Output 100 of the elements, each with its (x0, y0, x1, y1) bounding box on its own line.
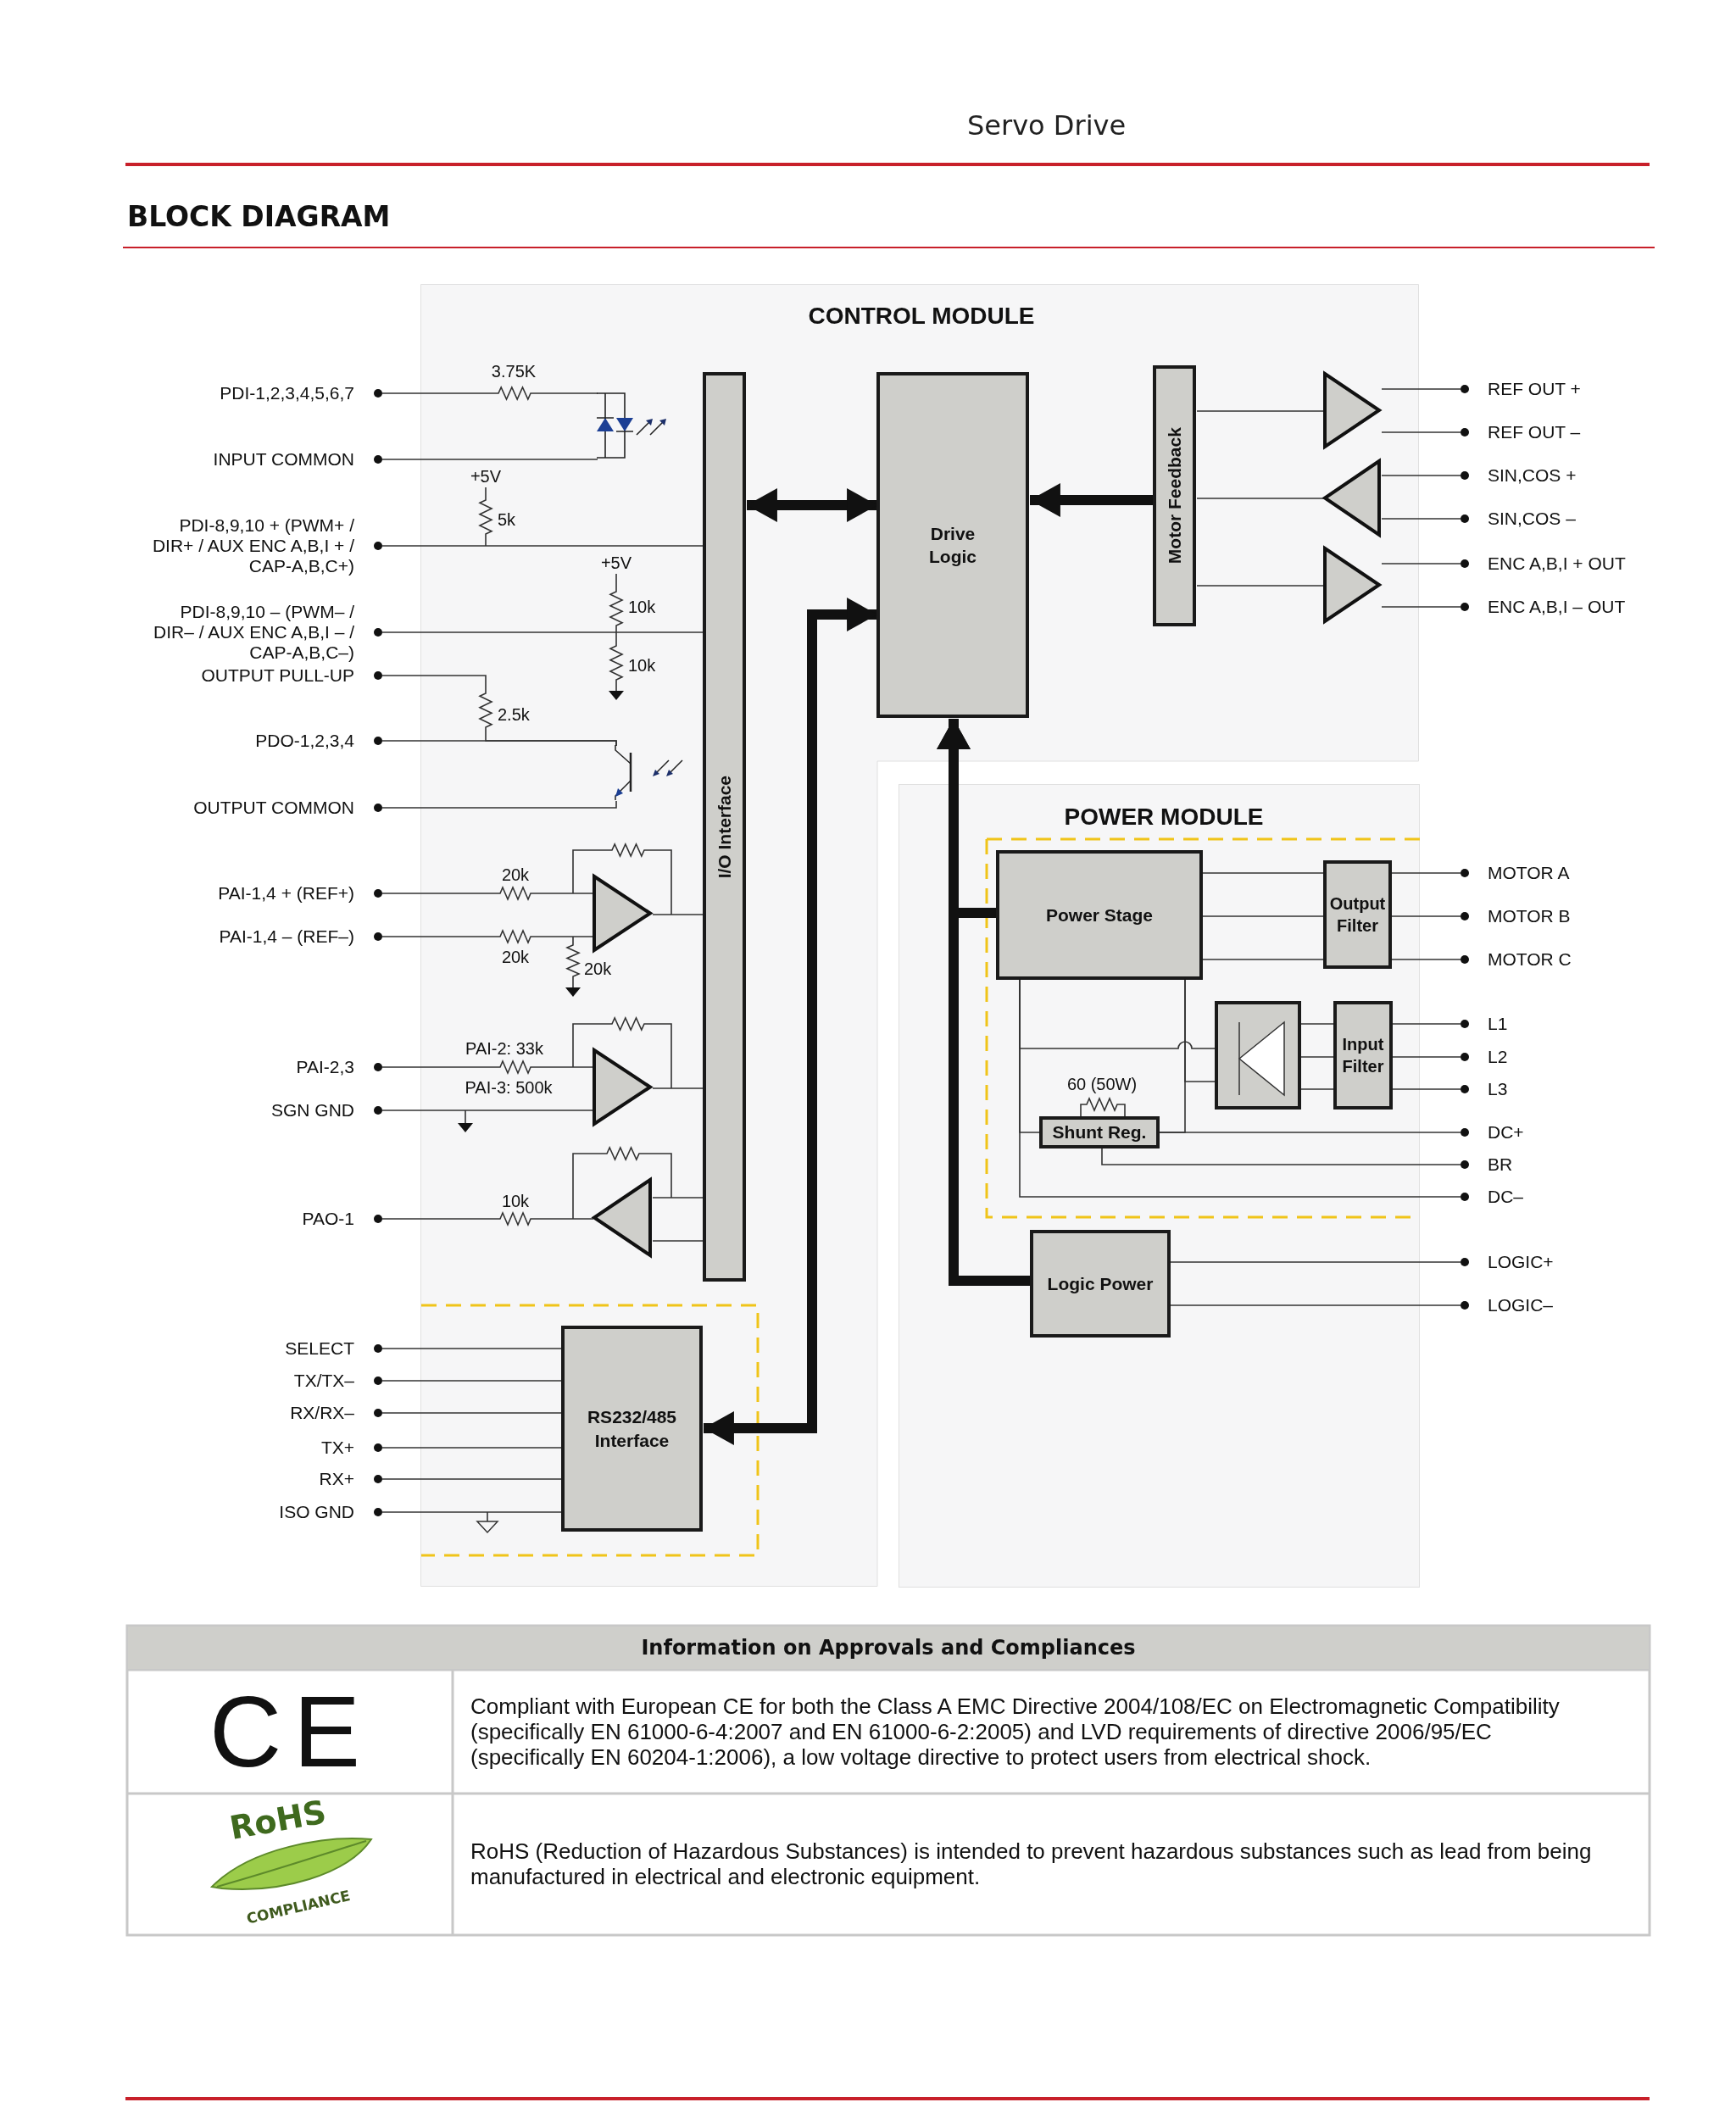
interface-bar (703, 372, 746, 1282)
amplifier-symbol (593, 1178, 652, 1257)
block-label: Output Filter (1328, 893, 1387, 937)
module-title: POWER MODULE (1064, 804, 1264, 831)
pin-label: SELECT (285, 1338, 354, 1359)
wire (1381, 388, 1461, 390)
pin-label: SIN,COS – (1488, 509, 1576, 529)
pin-label: PDI-8,9,10 + (PWM+ / DIR+ / AUX ENC A,B,I + / CAP-A,B,C+) (151, 515, 354, 576)
filter-block (1333, 1001, 1393, 1110)
module-title: CONTROL MODULE (808, 303, 1035, 330)
component-value: 5k (498, 509, 516, 530)
pin-label: OUTPUT PULL-UP (201, 665, 354, 686)
pin-label: INPUT COMMON (213, 449, 354, 470)
section-title: BLOCK DIAGRAM (127, 199, 391, 233)
wire (381, 1210, 594, 1227)
wire (1392, 1056, 1461, 1058)
pin-label: ENC A,B,I – OUT (1488, 597, 1626, 617)
pin-label: MOTOR B (1488, 906, 1571, 926)
pin-label: PAI-1,4 + (REF+) (218, 883, 354, 904)
supply-voltage-label: +5V (600, 553, 632, 573)
pin-label: REF OUT – (1488, 422, 1581, 442)
amplifier-symbol (1323, 459, 1381, 537)
interface-block (561, 1326, 703, 1532)
amplifier-symbol (1323, 547, 1381, 623)
block-label: Shunt Reg. (1052, 1121, 1147, 1144)
component-value: PAI-3: 500k (465, 1077, 553, 1098)
wire (381, 1110, 594, 1111)
ce-mark: CE (209, 1682, 372, 1782)
wire (1202, 959, 1324, 960)
pin-label: DC+ (1488, 1122, 1524, 1143)
amplifier-symbol (593, 875, 652, 952)
block-label: Drive Logic (928, 522, 977, 568)
block-label: Power Stage (1045, 904, 1153, 926)
pin-label: RX/RX– (290, 1403, 354, 1423)
power-supply-block (1030, 1230, 1171, 1338)
wire (381, 1348, 563, 1349)
arrow (704, 598, 877, 1445)
wire (652, 914, 704, 915)
amplifier-symbol (593, 1048, 652, 1126)
pin-label: OUTPUT COMMON (193, 798, 354, 818)
wire (1202, 915, 1324, 917)
wire (1170, 1261, 1461, 1263)
pin-label: L2 (1488, 1047, 1508, 1067)
wire (1381, 518, 1461, 520)
wire (1196, 498, 1325, 499)
wire (1159, 1132, 1461, 1133)
component-value: 20k (501, 947, 530, 967)
wire (1381, 563, 1461, 565)
block-label: Motor Feedback (1163, 427, 1185, 565)
component-value: 20k (501, 865, 530, 885)
pin-label: RX+ (319, 1469, 354, 1489)
rohs-label: RoHS (226, 1793, 330, 1849)
block-label: Input Filter (1341, 1034, 1385, 1077)
compliance-text: Compliant with European CE for both the Class A EMC Directive 2004/108/EC on Electromagnetic Compatibility (specifically EN 61000-6-4:2007 and EN 61000-6-2:2005) and LVD requirements of directive 2006/95/EC (specifically EN 60204-1:2006), a low voltage directive to protect users from electrical shock. (470, 1694, 1561, 1770)
wire (1196, 410, 1325, 412)
wire (381, 928, 594, 945)
wire (1381, 606, 1461, 608)
pin-label: PAO-1 (302, 1209, 354, 1229)
pin-label: PAI-1,4 – (REF–) (219, 926, 354, 947)
pin-label: PAI-2,3 (296, 1057, 354, 1077)
power-stage-block (996, 850, 1203, 980)
wire (381, 1447, 563, 1449)
component-value: 20k (584, 959, 612, 979)
wire (381, 545, 704, 547)
logic-block (876, 372, 1029, 718)
pin-label: SIN,COS + (1488, 465, 1577, 486)
wire (381, 800, 617, 809)
wire (652, 1087, 704, 1089)
pin-label: ENC A,B,I + OUT (1488, 553, 1626, 574)
block-label: Logic Power (1047, 1272, 1154, 1295)
arrow (1030, 483, 1154, 517)
wire (1381, 475, 1461, 476)
pin-label: L3 (1488, 1079, 1508, 1099)
filter-block (1323, 860, 1392, 969)
component-value: 10k (501, 1191, 530, 1211)
wire (381, 631, 704, 633)
pin-label: DC– (1488, 1187, 1523, 1207)
pin-label: PDI-1,2,3,4,5,6,7 (220, 383, 354, 403)
wire (1391, 872, 1461, 874)
pin-label: PDI-8,9,10 – (PWM– / DIR– / AUX ENC A,B,I – / CAP-A,B,C–) (153, 602, 354, 663)
shunt-regulator-block (1039, 1116, 1160, 1148)
pin-label: MOTOR A (1488, 863, 1570, 883)
wire (1392, 1088, 1461, 1090)
block-label: I/O Interface (713, 775, 735, 879)
arrow (747, 488, 877, 522)
pin-label: REF OUT + (1488, 379, 1581, 399)
wire (381, 1412, 563, 1414)
block-label: RS232/485 Interface (586, 1406, 678, 1452)
wire (1019, 979, 1461, 1198)
wire (1300, 1088, 1334, 1090)
wire (381, 386, 598, 401)
component-value: 2.5k (498, 704, 530, 725)
pin-label: L1 (1488, 1014, 1508, 1034)
wire (381, 459, 598, 460)
wire (381, 740, 617, 747)
pin-label: TX+ (320, 1438, 354, 1458)
wire (1391, 915, 1461, 917)
pin-label: MOTOR C (1488, 949, 1572, 970)
pin-label: TX/TX– (293, 1371, 354, 1391)
wire (1392, 1023, 1461, 1025)
